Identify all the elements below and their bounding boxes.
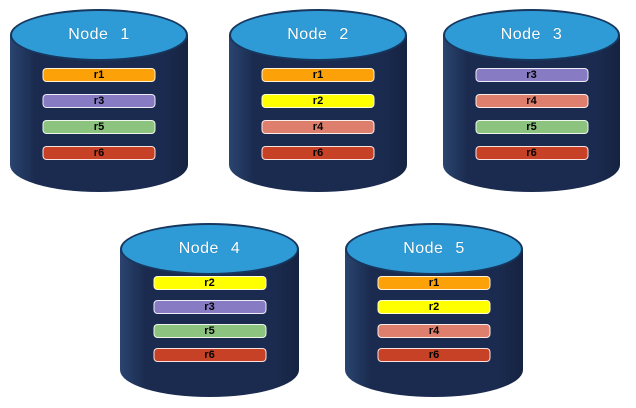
- replica-bar-r4: r4: [475, 94, 588, 108]
- replica-bar-r1: r1: [42, 68, 156, 82]
- replica-stack: r3 r4 r5 r6: [475, 68, 588, 160]
- replica-stack: r2 r3 r5 r6: [153, 276, 266, 362]
- replica-label: r4: [312, 120, 324, 133]
- replica-bar-r3: r3: [475, 68, 588, 82]
- replica-bar-r2: r2: [377, 300, 491, 314]
- replica-bar-r2: r2: [261, 94, 375, 108]
- node-cylinder-1: Node 1 r1 r3 r5 r6: [10, 9, 188, 192]
- node-label: Node 5: [403, 240, 465, 257]
- cylinder-top-ellipse: Node 1: [10, 9, 188, 61]
- replica-bar-r6: r6: [42, 146, 156, 160]
- replica-bar-r6: r6: [377, 348, 491, 362]
- replica-bar-r5: r5: [42, 120, 156, 134]
- replica-bar-r1: r1: [377, 276, 491, 290]
- node-label: Node 4: [178, 240, 241, 257]
- node-cylinder-5: Node 5 r1 r2 r4 r6: [345, 223, 523, 397]
- replica-bar-r4: r4: [261, 120, 375, 134]
- node-label: Node 2: [287, 26, 349, 43]
- replica-label: r4: [428, 324, 440, 337]
- replica-label: r1: [428, 276, 440, 289]
- replica-label: r2: [312, 94, 324, 107]
- cylinder-top-ellipse: Node 5: [345, 223, 523, 275]
- replica-label: r3: [526, 68, 537, 81]
- cylinder-top-ellipse: Node 2: [229, 9, 407, 61]
- replica-label: r6: [312, 146, 324, 159]
- replica-label: r3: [93, 94, 105, 107]
- node-cylinder-4: Node 4 r2 r3 r5 r6: [120, 223, 299, 397]
- replica-bar-r1: r1: [261, 68, 375, 82]
- replica-bar-r4: r4: [377, 324, 491, 338]
- cylinder-top-ellipse: Node 3: [443, 9, 620, 61]
- replica-bar-r2: r2: [153, 276, 266, 290]
- replica-label: r6: [526, 146, 537, 159]
- replica-bar-r3: r3: [42, 94, 156, 108]
- replica-bar-r5: r5: [475, 120, 588, 134]
- replica-label: r5: [204, 324, 215, 337]
- replica-label: r2: [428, 300, 440, 313]
- replica-stack: r1 r2 r4 r6: [377, 276, 491, 362]
- replica-label: r3: [204, 300, 215, 313]
- replica-label: r4: [526, 94, 537, 107]
- node-cylinder-2: Node 2 r1 r2 r4 r6: [229, 9, 407, 192]
- replica-stack: r1 r2 r4 r6: [261, 68, 375, 160]
- replica-label: r6: [204, 348, 215, 361]
- replica-bar-r5: r5: [153, 324, 266, 338]
- node-label: Node 3: [500, 26, 563, 43]
- replica-stack: r1 r3 r5 r6: [42, 68, 156, 160]
- cylinder-body: [443, 35, 620, 192]
- replica-label: r6: [428, 348, 440, 361]
- replica-bar-r3: r3: [153, 300, 266, 314]
- replica-bar-r6: r6: [261, 146, 375, 160]
- cylinder-body: [10, 35, 188, 192]
- cylinder-top-ellipse: Node 4: [120, 223, 299, 275]
- replica-label: r1: [312, 68, 324, 81]
- node-cylinder-3: Node 3 r3 r4 r5 r6: [443, 9, 620, 192]
- replica-label: r5: [93, 120, 105, 133]
- replica-label: r5: [526, 120, 537, 133]
- replica-label: r6: [93, 146, 105, 159]
- replica-bar-r6: r6: [475, 146, 588, 160]
- cylinder-body: [229, 35, 407, 192]
- replica-bar-r6: r6: [153, 348, 266, 362]
- node-label: Node 1: [68, 26, 130, 43]
- replica-label: r1: [93, 68, 105, 81]
- replica-label: r2: [204, 276, 215, 289]
